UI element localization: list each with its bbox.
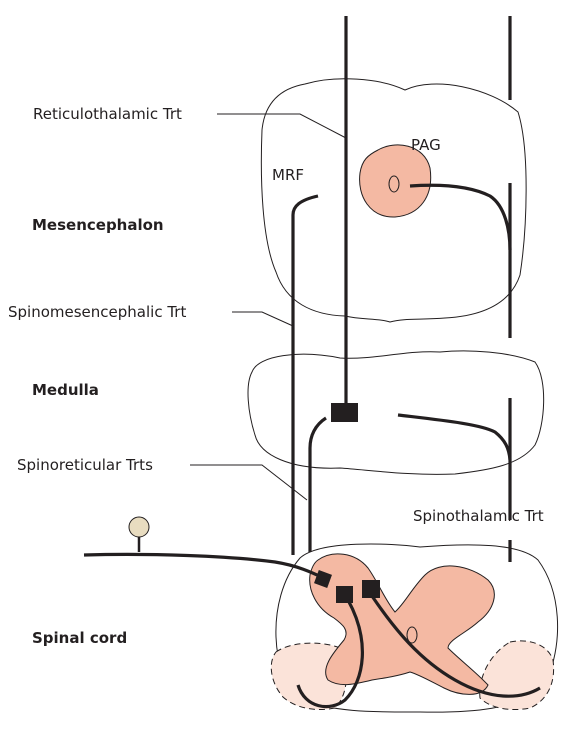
gray-matter-region	[310, 554, 495, 694]
dorsal-root-ganglion-icon	[129, 517, 149, 537]
label-mrf: MRF	[272, 166, 304, 184]
medulla-projection-line	[398, 415, 510, 460]
primary-afferent-fiber	[84, 554, 328, 580]
label-spinomesencephalic: Spinomesencephalic Trt	[8, 303, 186, 321]
label-mesencephalon: Mesencephalon	[32, 216, 164, 234]
label-spinal-cord: Spinal cord	[32, 629, 127, 647]
spinomesencephalic-tract-line	[293, 196, 318, 555]
label-pag: PAG	[411, 136, 441, 154]
label-spinothalamic: Spinothalamic Trt	[413, 507, 544, 525]
spinomesencephalic-leader	[232, 312, 293, 326]
medulla-synapse-terminal	[331, 403, 358, 422]
label-medulla: Medulla	[32, 381, 99, 399]
dorsal-horn-synapse-right	[362, 580, 380, 598]
pag-region	[360, 145, 431, 217]
label-reticulothalamic: Reticulothalamic Trt	[33, 105, 182, 123]
reticulothalamic-leader	[217, 114, 346, 138]
dorsal-horn-synapse-left	[336, 586, 353, 603]
label-spinoreticular: Spinoreticular Trts	[17, 456, 153, 474]
spinoreticular-leader	[190, 465, 307, 500]
ventral-horn-right-zone	[480, 641, 554, 710]
spinoreticular-tract-line	[310, 418, 326, 552]
